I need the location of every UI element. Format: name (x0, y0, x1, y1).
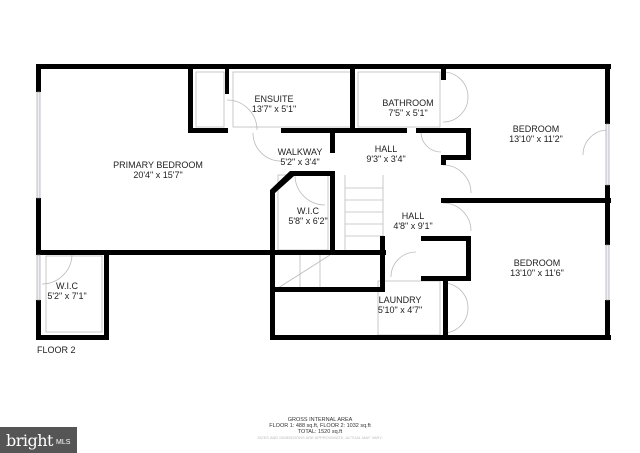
walls (36, 64, 611, 340)
area-disclaimer: SIZES AND DIMENSIONS ARE APPROXIMATE, AC… (257, 435, 382, 440)
room-size: 13'7" x 5'1" (252, 104, 296, 114)
room-size: 5'10" x 4'7" (378, 305, 422, 315)
area-floors: FLOOR 1: 488 sq.ft, FLOOR 2: 1032 sq.ft (269, 423, 371, 429)
floor-label: FLOOR 2 (37, 345, 76, 355)
room-name: LAUNDRY (379, 295, 422, 305)
room-name: BEDROOM (514, 258, 561, 268)
room-name: BATHROOM (382, 98, 433, 108)
room-name: WALKWAY (278, 147, 323, 157)
room-name: HALL (402, 211, 425, 221)
room-size: 9'3" x 3'4" (366, 154, 405, 164)
room-size: 5'2" x 7'1" (47, 291, 86, 301)
fixtures (41, 71, 609, 336)
room-size: 7'5" x 5'1" (388, 108, 427, 118)
logo-text: bright (6, 430, 53, 450)
room-size: 13'10" x 11'2" (509, 134, 563, 144)
area-title: GROSS INTERNAL AREA (288, 417, 353, 423)
room-name: W.I.C (56, 281, 78, 291)
area-total: TOTAL: 1520 sq.ft (298, 429, 343, 435)
door-swings (41, 71, 609, 334)
room-name: ENSUITE (254, 94, 293, 104)
room-labels: PRIMARY BEDROOM 20'4" x 15'7" ENSUITE 13… (47, 94, 564, 315)
room-name: PRIMARY BEDROOM (113, 160, 203, 170)
room-size: 13'10" x 11'6" (510, 268, 564, 278)
room-name: HALL (375, 144, 398, 154)
room-size: 4'8" x 9'1" (393, 221, 432, 231)
room-size: 20'4" x 15'7" (133, 170, 182, 180)
logo-suffix: MLS (55, 438, 71, 446)
area-summary: GROSS INTERNAL AREA FLOOR 1: 488 sq.ft, … (257, 417, 382, 440)
bright-mls-logo: bright MLS (0, 427, 77, 453)
room-size: 5'8" x 6'2" (288, 216, 327, 226)
room-name: W.I.C (297, 206, 319, 216)
room-name: BEDROOM (513, 124, 560, 134)
room-size: 5'2" x 3'4" (280, 157, 319, 167)
